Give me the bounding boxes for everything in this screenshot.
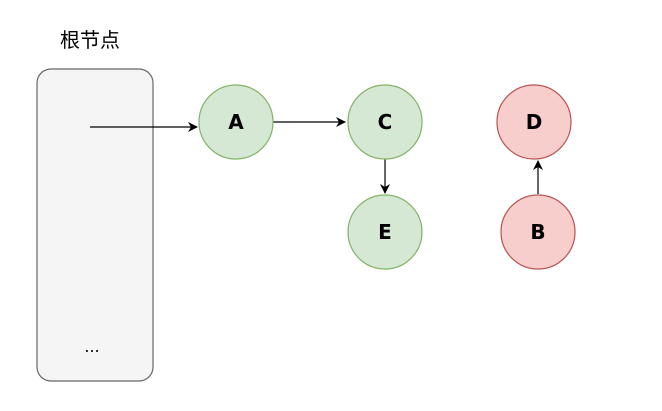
node-a-label: A xyxy=(228,110,244,134)
node-b-label: B xyxy=(530,220,545,244)
node-c: C xyxy=(347,84,423,160)
root-set-title: 根节点 xyxy=(60,28,120,52)
node-b: B xyxy=(500,194,576,270)
node-a-circle xyxy=(198,84,274,160)
node-e-label: E xyxy=(378,220,392,244)
node-d-label: D xyxy=(526,110,543,134)
root-set-box xyxy=(36,68,154,382)
node-c-circle xyxy=(347,84,423,160)
root-set-ellipsis: ... xyxy=(84,337,99,356)
node-d-circle xyxy=(496,84,572,160)
node-e-circle xyxy=(347,194,423,270)
node-e: E xyxy=(347,194,423,270)
node-b-circle xyxy=(500,194,576,270)
node-d: D xyxy=(496,84,572,160)
node-a: A xyxy=(198,84,274,160)
node-c-label: C xyxy=(378,110,393,134)
